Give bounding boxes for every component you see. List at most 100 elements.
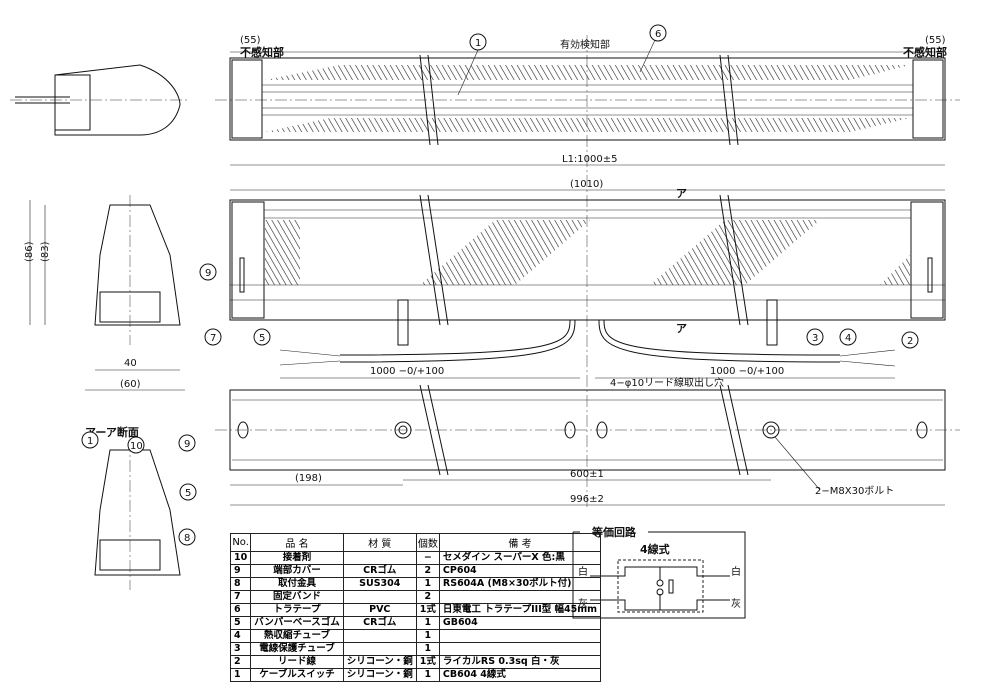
part-name: ケーブルスイッチ: [250, 668, 344, 682]
part-name: 取付金具: [250, 577, 344, 591]
part-no: 8: [229, 577, 252, 591]
part-remarks: ライカルRS 0.3sq 白・灰: [438, 655, 602, 669]
circuit-title: 等価回路: [591, 525, 637, 539]
front-view: ア ア 1000 −0/+100 1000 −0/+100 9 7 5 3 4 …: [199, 187, 946, 379]
section-mark-top: ア: [676, 187, 687, 200]
part-remarks: CP604: [438, 564, 602, 578]
part-remarks: [438, 590, 602, 604]
col-qty: 個数: [415, 533, 440, 552]
lead-hole-note: 4−φ10リード線取出し穴: [610, 376, 724, 389]
section-balloon-10: 10: [130, 441, 143, 452]
dead-zone-right-dim: (55): [925, 35, 946, 46]
balloon-5: 5: [259, 333, 265, 344]
bottom-view: 4−φ10リード線取出し穴 (198) 600±1 996±2 2−M8X30ボ…: [215, 376, 960, 506]
balloon-2: 2: [907, 336, 913, 347]
part-qty: 1: [415, 577, 440, 591]
part-material: SUS304: [342, 577, 417, 591]
balloon-9: 9: [205, 268, 211, 279]
part-qty: 1: [415, 668, 440, 682]
part-material: CRゴム: [342, 616, 417, 630]
part-qty: 1: [415, 642, 440, 656]
dead-zone-left-label: 不感知部: [240, 45, 284, 59]
part-remarks: 日東電工 トラテープIII型 幅45mm: [438, 603, 602, 617]
part-material: [342, 629, 417, 643]
balloon-4: 4: [845, 333, 851, 344]
part-no: 7: [229, 590, 252, 604]
part-material: [342, 551, 417, 565]
part-name: トラテープ: [250, 603, 344, 617]
col-name: 品 名: [250, 533, 344, 552]
section-balloon-9: 9: [184, 439, 190, 450]
part-material: [342, 590, 417, 604]
part-no: 9: [229, 564, 252, 578]
part-no: 2: [229, 655, 252, 669]
part-name: 端部カバー: [250, 564, 344, 578]
effective-zone-label: 有効検知部: [560, 38, 610, 51]
section-mark-bottom: ア: [676, 322, 687, 335]
part-qty: 1: [415, 629, 440, 643]
dim-600: 600±1: [570, 469, 604, 480]
dim-996: 996±2: [570, 494, 604, 505]
part-qty: 2: [415, 564, 440, 578]
part-qty: 1式: [415, 603, 440, 617]
overall-length-dimension: (1010): [570, 179, 603, 190]
part-qty: 1式: [415, 655, 440, 669]
part-no: 5: [229, 616, 252, 630]
part-name: バンパーベースゴム: [250, 616, 344, 630]
part-material: CRゴム: [342, 564, 417, 578]
part-name: リード線: [250, 655, 344, 669]
balloon-7: 7: [210, 333, 216, 344]
part-qty: 2: [415, 590, 440, 604]
part-remarks: セメダイン スーパーX 色:黒: [438, 551, 602, 565]
part-material: シリコーン・銅: [342, 668, 417, 682]
width-60: (60): [120, 379, 141, 390]
circuit-type: 4線式: [640, 542, 670, 556]
col-material: 材 質: [342, 533, 417, 552]
part-remarks: RS604A (M8×30ボルト付): [438, 577, 602, 591]
section-title: アーア断面: [85, 425, 139, 439]
part-remarks: CB604 4線式: [438, 668, 602, 682]
part-name: 接着剤: [250, 551, 344, 565]
width-40: 40: [124, 358, 137, 369]
top-view: (55) 不感知部 有効検知部 (55) 不感知部 L1:1000±5 (101…: [215, 24, 960, 510]
part-material: PVC: [342, 603, 417, 617]
part-remarks: [438, 642, 602, 656]
section-balloon-8: 8: [184, 533, 190, 544]
part-name: 電線保護チューブ: [250, 642, 344, 656]
part-remarks: [438, 629, 602, 643]
dead-zone-right-label: 不感知部: [903, 45, 947, 59]
col-no: No.: [229, 533, 252, 552]
part-material: シリコーン・銅: [342, 655, 417, 669]
l1-dimension: L1:1000±5: [562, 154, 618, 165]
height-83: (83): [40, 241, 51, 262]
section-balloon-1: 1: [87, 436, 93, 447]
bolt-note: 2−M8X30ボルト: [815, 485, 894, 497]
part-no: 6: [229, 603, 252, 617]
part-no: 4: [229, 629, 252, 643]
dead-zone-left-dim: (55): [240, 35, 261, 46]
end-views: (86) (83) 40 (60) アーア断面 1 10 9 5 8: [10, 64, 197, 590]
part-name: 熱収縮チューブ: [250, 629, 344, 643]
part-remarks: GB604: [438, 616, 602, 630]
part-qty: 1: [415, 616, 440, 630]
wire-white-right: 白: [731, 565, 741, 578]
balloon-6: 6: [655, 29, 661, 40]
height-86: (86): [24, 241, 35, 262]
section-balloon-5: 5: [185, 488, 191, 499]
part-name: 固定バンド: [250, 590, 344, 604]
part-no: 3: [229, 642, 252, 656]
balloon-3: 3: [812, 333, 818, 344]
lead-length-right: 1000 −0/+100: [710, 366, 784, 377]
wire-gray-right: 灰: [731, 597, 741, 610]
balloon-1: 1: [475, 38, 481, 49]
